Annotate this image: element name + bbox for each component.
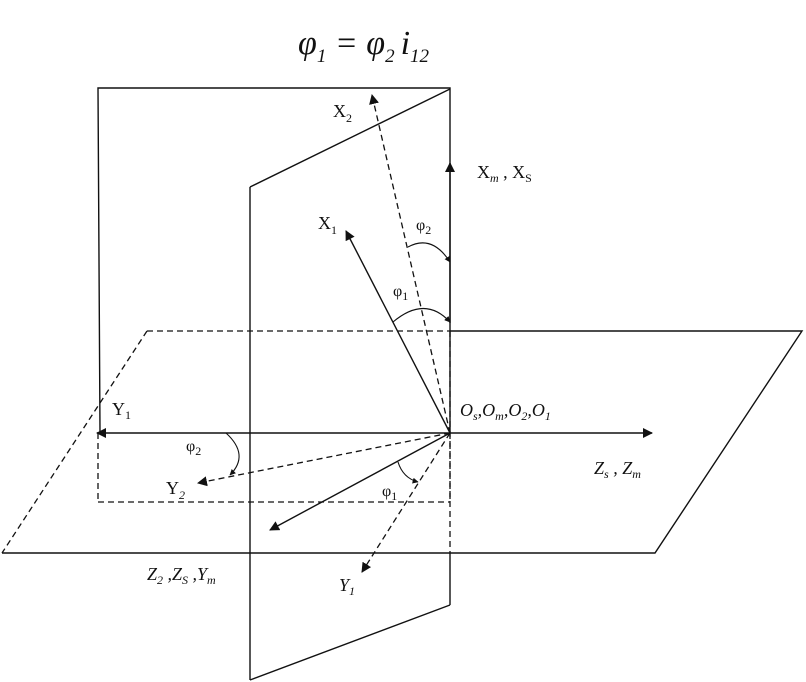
tilted-plane-top-edge [249,88,451,188]
label-phi1-top: φ1 [393,283,408,303]
axis-x2 [369,94,451,434]
axis-y2 [197,432,451,487]
label-phi2-top: φ2 [416,217,431,237]
label-xm-xs: Xm , XS [477,162,532,185]
label-x1: X1 [318,213,337,237]
angle-arc-phi1-bottom [397,461,419,484]
angle-arc-phi1-top [392,308,451,323]
axis-x1 [345,230,451,434]
label-phi1-bottom: φ1 [382,483,397,503]
tilted-plane-bottom-edge [249,604,451,681]
angle-arc-phi2-top [407,242,451,263]
horizontal-plane-back-edge-left [1,330,148,554]
label-y1-bottom: Y1 [339,575,355,598]
angle-arc-phi2-left [225,432,240,476]
label-x2: X2 [333,101,352,125]
axis-z2-zs-ym [269,432,451,531]
vertical-plane-back [97,87,451,434]
axis-y1-bottom [361,432,451,573]
label-y1-left: Y1 [112,399,131,422]
horizontal-plane-front [2,330,804,554]
label-z2-zs-ym: Z2 ,ZS ,Ym [147,564,216,587]
label-origin: Os,Om,O2,O1 [460,400,551,423]
label-phi2-left: φ2 [186,438,201,458]
label-y2: Y2 [166,478,185,502]
label-zs-zm: Zs , Zm [594,458,641,481]
